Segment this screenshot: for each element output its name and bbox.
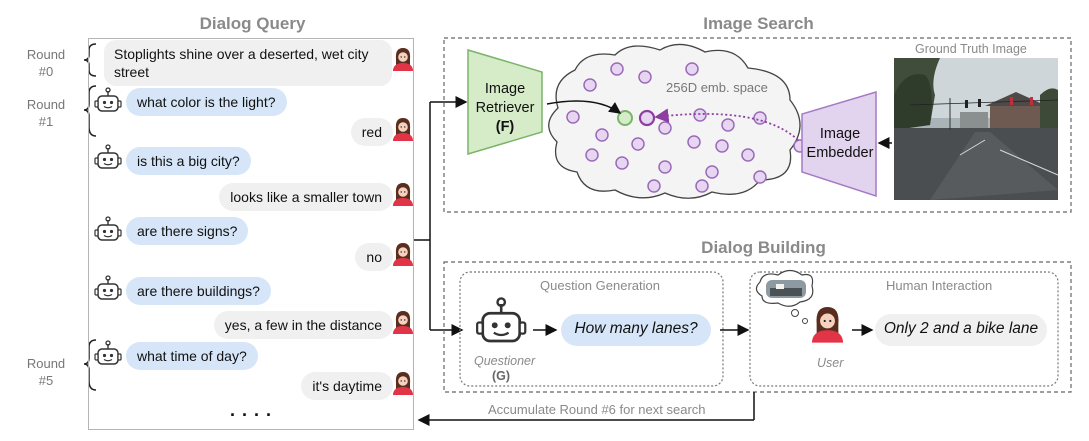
user-label: User [817, 356, 844, 370]
question-bubble-5: what time of day? [126, 342, 258, 370]
questioner-icon [475, 297, 527, 343]
answer-bubble-4: yes, a few in the distance [213, 311, 393, 339]
round5-label: Round #5 [26, 356, 66, 388]
feedback-label: Accumulate Round #6 for next search [488, 402, 706, 417]
caption-bubble: Stoplights shine over a deserted, wet ci… [104, 40, 392, 86]
more-rounds-ellipsis: . . . . [230, 400, 273, 420]
answer-bubble-1: red [350, 118, 393, 146]
answer-bubble-2: looks like a smaller town [219, 183, 393, 211]
human-interaction-label: Human Interaction [886, 278, 993, 293]
question-bubble-1: what color is the light? [126, 88, 287, 116]
round0-brace [83, 43, 97, 77]
questioner-symbol: (G) [492, 369, 511, 383]
dialog-building-box [443, 261, 1072, 393]
user-icon [811, 306, 844, 344]
questioner-label: Questioner [474, 354, 536, 368]
ground-truth-label: Ground Truth Image [915, 42, 1027, 56]
image-retriever-label: Image Retriever (F) [475, 81, 535, 135]
question-generation-box [459, 271, 724, 387]
dialog-query-title: Dialog Query [199, 14, 306, 33]
round1-brace [83, 85, 97, 137]
answer-bubble-5: it's daytime [301, 372, 393, 400]
round0-label: Round #0 [26, 47, 66, 79]
dialog-query-panel [88, 38, 414, 430]
user-answer-bubble [875, 314, 1047, 346]
round1-label: Round #1 [26, 97, 66, 129]
image-embedder-label: Image Embedder [806, 126, 874, 161]
image-retriever-block [467, 48, 543, 156]
dialog-building-title: Dialog Building [701, 238, 826, 257]
generated-question-bubble [561, 314, 711, 346]
image-search-title: Image Search [703, 14, 814, 33]
image-search-box [443, 37, 1072, 213]
user-answer-text: Only 2 and a bike lane [883, 320, 1039, 337]
ground-truth-image [894, 58, 1059, 200]
query-embedding-point [617, 110, 633, 126]
question-bubble-3: are there signs? [126, 217, 249, 245]
human-interaction-box [749, 271, 1059, 387]
embedding-space-label: 256D emb. space [666, 80, 768, 95]
target-embedding-point [638, 109, 656, 127]
question-bubble-2: is this a big city? [126, 147, 251, 175]
embedding-points [566, 62, 807, 193]
image-embedder-block [801, 90, 877, 198]
generated-question-text: How many lanes? [574, 320, 698, 337]
round5-brace [83, 339, 97, 391]
answer-bubble-3: no [355, 243, 393, 271]
question-bubble-4: are there buildings? [126, 277, 271, 305]
question-generation-label: Question Generation [540, 278, 660, 293]
